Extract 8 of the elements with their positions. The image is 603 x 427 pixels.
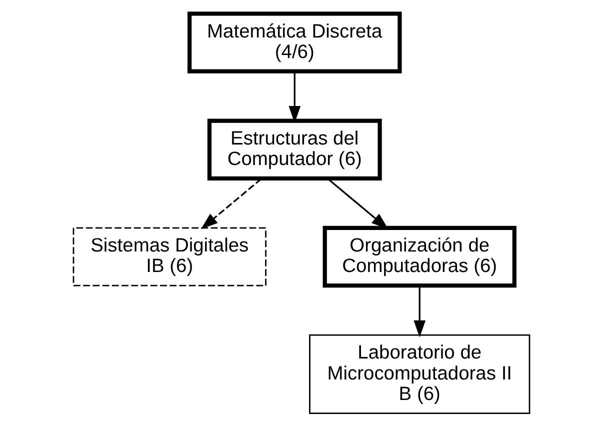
arrow xyxy=(200,178,262,230)
node-box: Sistemas Digitales IB (6) xyxy=(72,227,266,286)
arrow xyxy=(288,72,301,124)
node-box: Laboratorio de Microcomputadoras II B (6) xyxy=(309,334,530,414)
node-box: Matemática Discreta (4/6) xyxy=(188,12,402,74)
node-box: Estructuras del Computador (6) xyxy=(207,118,382,181)
node-box: Organización de Computadoras (6) xyxy=(322,226,516,288)
arrow xyxy=(414,286,426,338)
